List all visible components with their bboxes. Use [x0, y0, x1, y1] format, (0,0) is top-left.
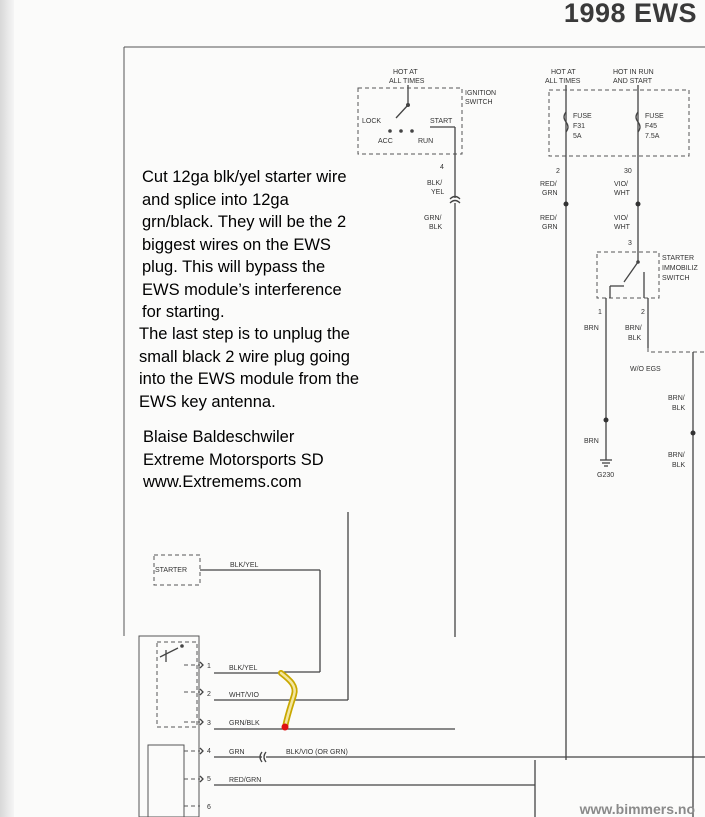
fuse-box: HOT AT ALL TIMES HOT IN RUN AND START FU…: [545, 69, 690, 175]
starter-immobilizer: VIO/ WHT VIO/ WHT 3 STARTER IMMOBILIZ SW…: [584, 160, 705, 817]
ground-g230-label: G230: [597, 472, 614, 479]
starter-motor: STARTER BLK/YEL: [153, 554, 321, 673]
fuse-pin-2: 2: [556, 168, 560, 175]
ign-hot-label-2: ALL TIMES: [389, 78, 425, 85]
page-edge-shadow: [0, 0, 14, 817]
red-grn-label-a: RED/: [540, 181, 557, 188]
fuse-hot-label: HOT AT: [551, 69, 576, 76]
ign-switch-label: IGNITION: [465, 90, 496, 97]
starter-wire-label: BLK/YEL: [230, 562, 259, 569]
fuse-f31-rating: 5A: [573, 133, 582, 140]
vio-wht-label-a2: WHT: [614, 190, 631, 197]
lock-label: LOCK: [362, 118, 381, 125]
red-grn-label-b2: GRN: [542, 224, 558, 231]
brn-blk-label-a: BRN/: [625, 325, 642, 332]
fuse-run-label-2: AND START: [613, 78, 653, 85]
conn-wire-5-label: RED/GRN: [229, 777, 261, 784]
ews-connector: 1 2 3 4 5 6 BLK/YEL WHT/VIO GRN/BLK GRN …: [199, 661, 705, 817]
starter-label: STARTER: [155, 567, 187, 574]
wire-blk-yel-label-2: YEL: [431, 189, 444, 196]
brn-blk-label-c: BRN/: [668, 452, 685, 459]
fuse-f31-label: FUSE: [573, 113, 592, 120]
vio-wht-label-b2: WHT: [614, 224, 631, 231]
start-label: START: [430, 118, 453, 125]
wire-blk-yel-label: BLK/: [427, 180, 442, 187]
immob-pin-2: 2: [641, 309, 645, 316]
red-grn-label-b: RED/: [540, 215, 557, 222]
wire-grn-blk-label-2: BLK: [429, 224, 443, 231]
fuse-run-label: HOT IN RUN: [613, 69, 654, 76]
conn-pin-5: 5: [207, 776, 211, 783]
red-grn-wire: RED/ GRN RED/ GRN: [540, 160, 569, 760]
conn-wire-3-label: GRN/BLK: [229, 720, 260, 727]
fuse-f45-rating: 7.5A: [645, 133, 660, 140]
antenna-instructions: The last step is to unplug the small bla…: [139, 325, 360, 411]
immob-label-3: SWITCH: [662, 275, 690, 282]
ign-switch-label-2: SWITCH: [465, 99, 493, 106]
site-watermark: www.bimmers.no: [579, 801, 695, 817]
page-title: 1998 EWS: [563, 0, 697, 28]
immob-pin-1: 1: [598, 309, 602, 316]
immob-label: STARTER: [662, 255, 694, 262]
conn-pin-4: 4: [207, 748, 211, 755]
fuse-f31-id: F31: [573, 123, 585, 130]
conn-pin-3: 3: [207, 720, 211, 727]
brn-blk-label-b: BRN/: [668, 395, 685, 402]
immob-label-2: IMMOBILIZ: [662, 265, 699, 272]
vio-wht-label-b: VIO/: [614, 215, 628, 222]
ign-pin-4: 4: [440, 164, 444, 171]
vio-wht-label-a: VIO/: [614, 181, 628, 188]
brn-blk-label-c2: BLK: [672, 462, 686, 469]
ews-module: [138, 635, 200, 817]
run-label: RUN: [418, 138, 433, 145]
brn-label-a: BRN: [584, 325, 599, 332]
immob-pin-3: 3: [628, 240, 632, 247]
brn-blk-label-a2: BLK: [628, 335, 642, 342]
w-o-egs-label: W/O EGS: [630, 366, 661, 373]
wire-grn-blk-label: GRN/: [424, 215, 442, 222]
fuse-f45-label: FUSE: [645, 113, 664, 120]
conn-wire-1-label: BLK/YEL: [229, 665, 258, 672]
fuse-pin-30: 30: [624, 168, 632, 175]
acc-label: ACC: [378, 138, 393, 145]
ignition-output-wire: BLK/ YEL GRN/ BLK: [424, 160, 461, 637]
brn-label-b: BRN: [584, 438, 599, 445]
conn-wire-2-label: WHT/VIO: [229, 692, 259, 699]
splice-instructions: Cut 12ga blk/yel starter wire and splice…: [142, 168, 347, 321]
fuse-f45-id: F45: [645, 123, 657, 130]
conn-wire-4-label: GRN: [229, 749, 245, 756]
author-credit: Blaise Baldeschwiler Extreme Motorsports…: [143, 428, 324, 491]
brn-blk-label-b2: BLK: [672, 405, 686, 412]
ignition-switch: HOT AT ALL TIMES IGNITION SWITCH LOCK ST…: [357, 69, 496, 171]
conn-pin-1: 1: [207, 663, 211, 670]
red-grn-label-a2: GRN: [542, 190, 558, 197]
splice-jumper: [278, 670, 298, 731]
conn-pin-2: 2: [207, 691, 211, 698]
fuse-hot-label-2: ALL TIMES: [545, 78, 581, 85]
conn-pin-6: 6: [207, 804, 211, 811]
page-frame: [123, 46, 705, 636]
conn-wire-4b-label: BLK/VIO (OR GRN): [286, 749, 348, 756]
added-wire: [300, 512, 349, 701]
ign-hot-label: HOT AT: [393, 69, 418, 76]
